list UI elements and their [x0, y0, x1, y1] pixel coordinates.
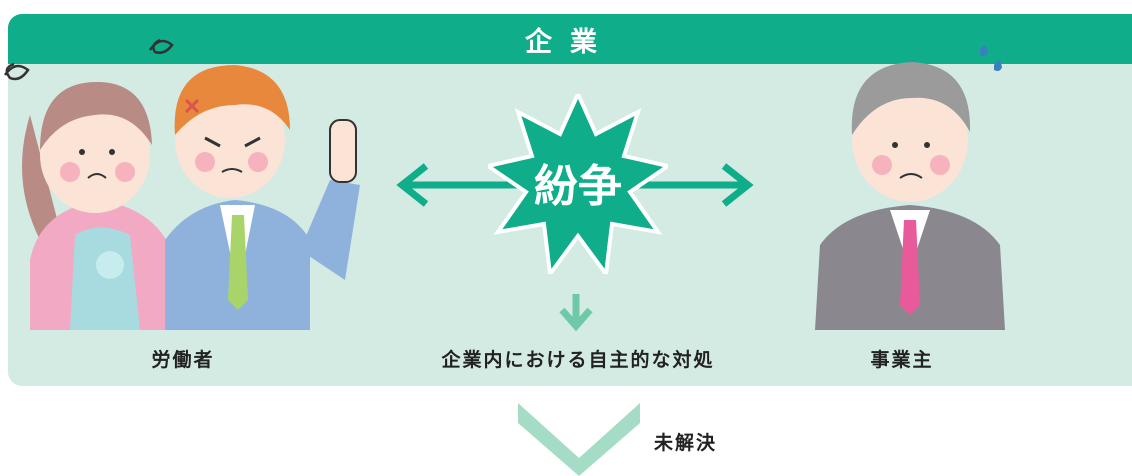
down-arrow-icon — [559, 294, 593, 332]
company-title: 企業 — [525, 26, 615, 58]
resolution-label: 企業内における自主的な対処 — [441, 349, 715, 371]
dispute-label: 紛争 — [534, 161, 622, 212]
employer-illustration — [815, 45, 1005, 330]
down-arrow-icon — [518, 403, 640, 476]
employer-label: 事業主 — [870, 349, 934, 371]
unresolved-label: 未解決 — [654, 432, 718, 454]
company-header: 企業 — [8, 14, 1132, 64]
sweat-drops-icon — [980, 45, 1002, 71]
anger-icon — [184, 98, 200, 114]
burst-icon — [488, 94, 668, 274]
workers-label: 労働者 — [151, 349, 215, 371]
workers-illustration — [3, 38, 360, 330]
frustration-scribble-icon — [3, 62, 30, 81]
